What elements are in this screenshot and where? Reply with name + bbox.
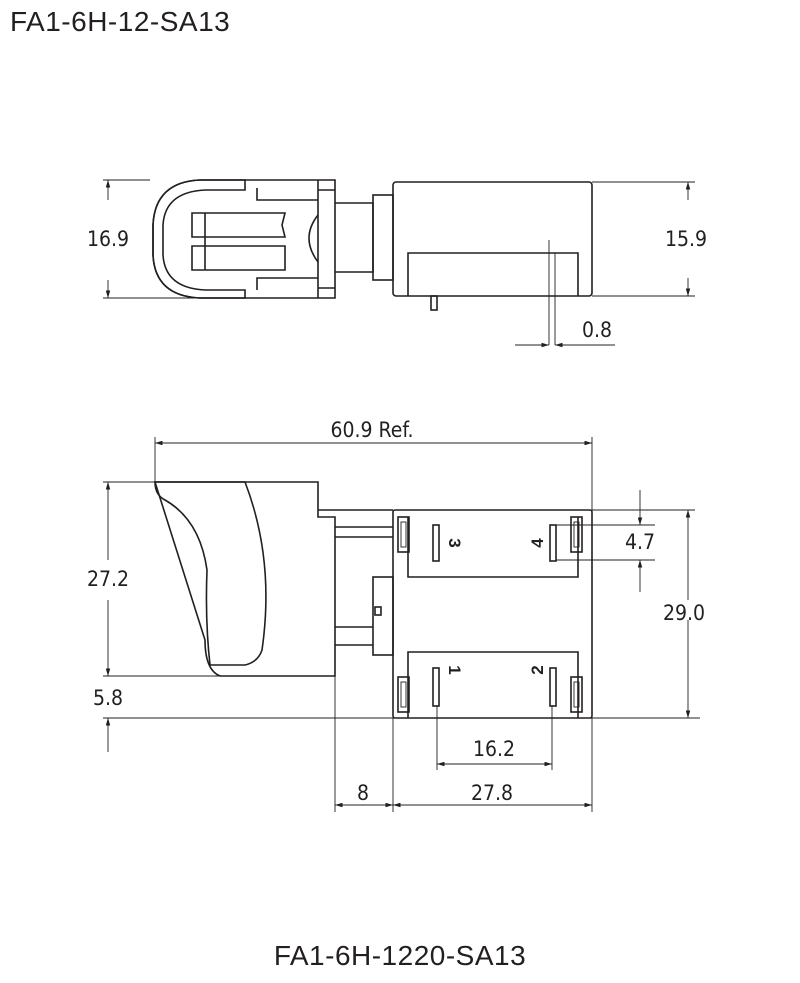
dim-60-9-ref: 60.9 Ref. xyxy=(331,418,414,442)
switch-body xyxy=(392,509,593,719)
knob xyxy=(372,576,394,656)
trigger-hatch xyxy=(154,481,267,666)
dim-16-2: 16.2 xyxy=(473,737,515,761)
dim-5-8: 5.8 xyxy=(93,686,123,710)
trigger-section-hatch xyxy=(152,179,246,299)
dim-0-8: 0.8 xyxy=(582,318,612,342)
part-number-bottom: FA1-6H-1220-SA13 xyxy=(273,940,527,971)
dim-4-7: 4.7 xyxy=(625,530,655,554)
terminal-1-label: 1 xyxy=(445,665,464,674)
trigger-outline-side xyxy=(152,179,336,299)
terminal-4-label: 4 xyxy=(528,538,547,548)
dim-27-2: 27.2 xyxy=(87,567,129,591)
terminal-3-label: 3 xyxy=(445,538,464,547)
dim-27-8: 27.8 xyxy=(471,781,513,805)
dim-15-9: 15.9 xyxy=(665,227,707,251)
terminals xyxy=(397,516,583,713)
dim-8: 8 xyxy=(357,781,369,805)
side-view: 16.9 15.9 0.8 xyxy=(87,179,707,348)
part-number-top: FA1-6H-12-SA13 xyxy=(10,6,231,37)
bottom-view: 3 4 1 2 60.9 Ref. 27.2 5.8 29.0 xyxy=(87,418,705,812)
terminal-2-label: 2 xyxy=(528,665,547,674)
dim-16-9: 16.9 xyxy=(87,227,129,251)
trigger-outline xyxy=(153,481,336,677)
switch-body-side xyxy=(392,181,593,297)
dim-29-0: 29.0 xyxy=(663,601,705,625)
